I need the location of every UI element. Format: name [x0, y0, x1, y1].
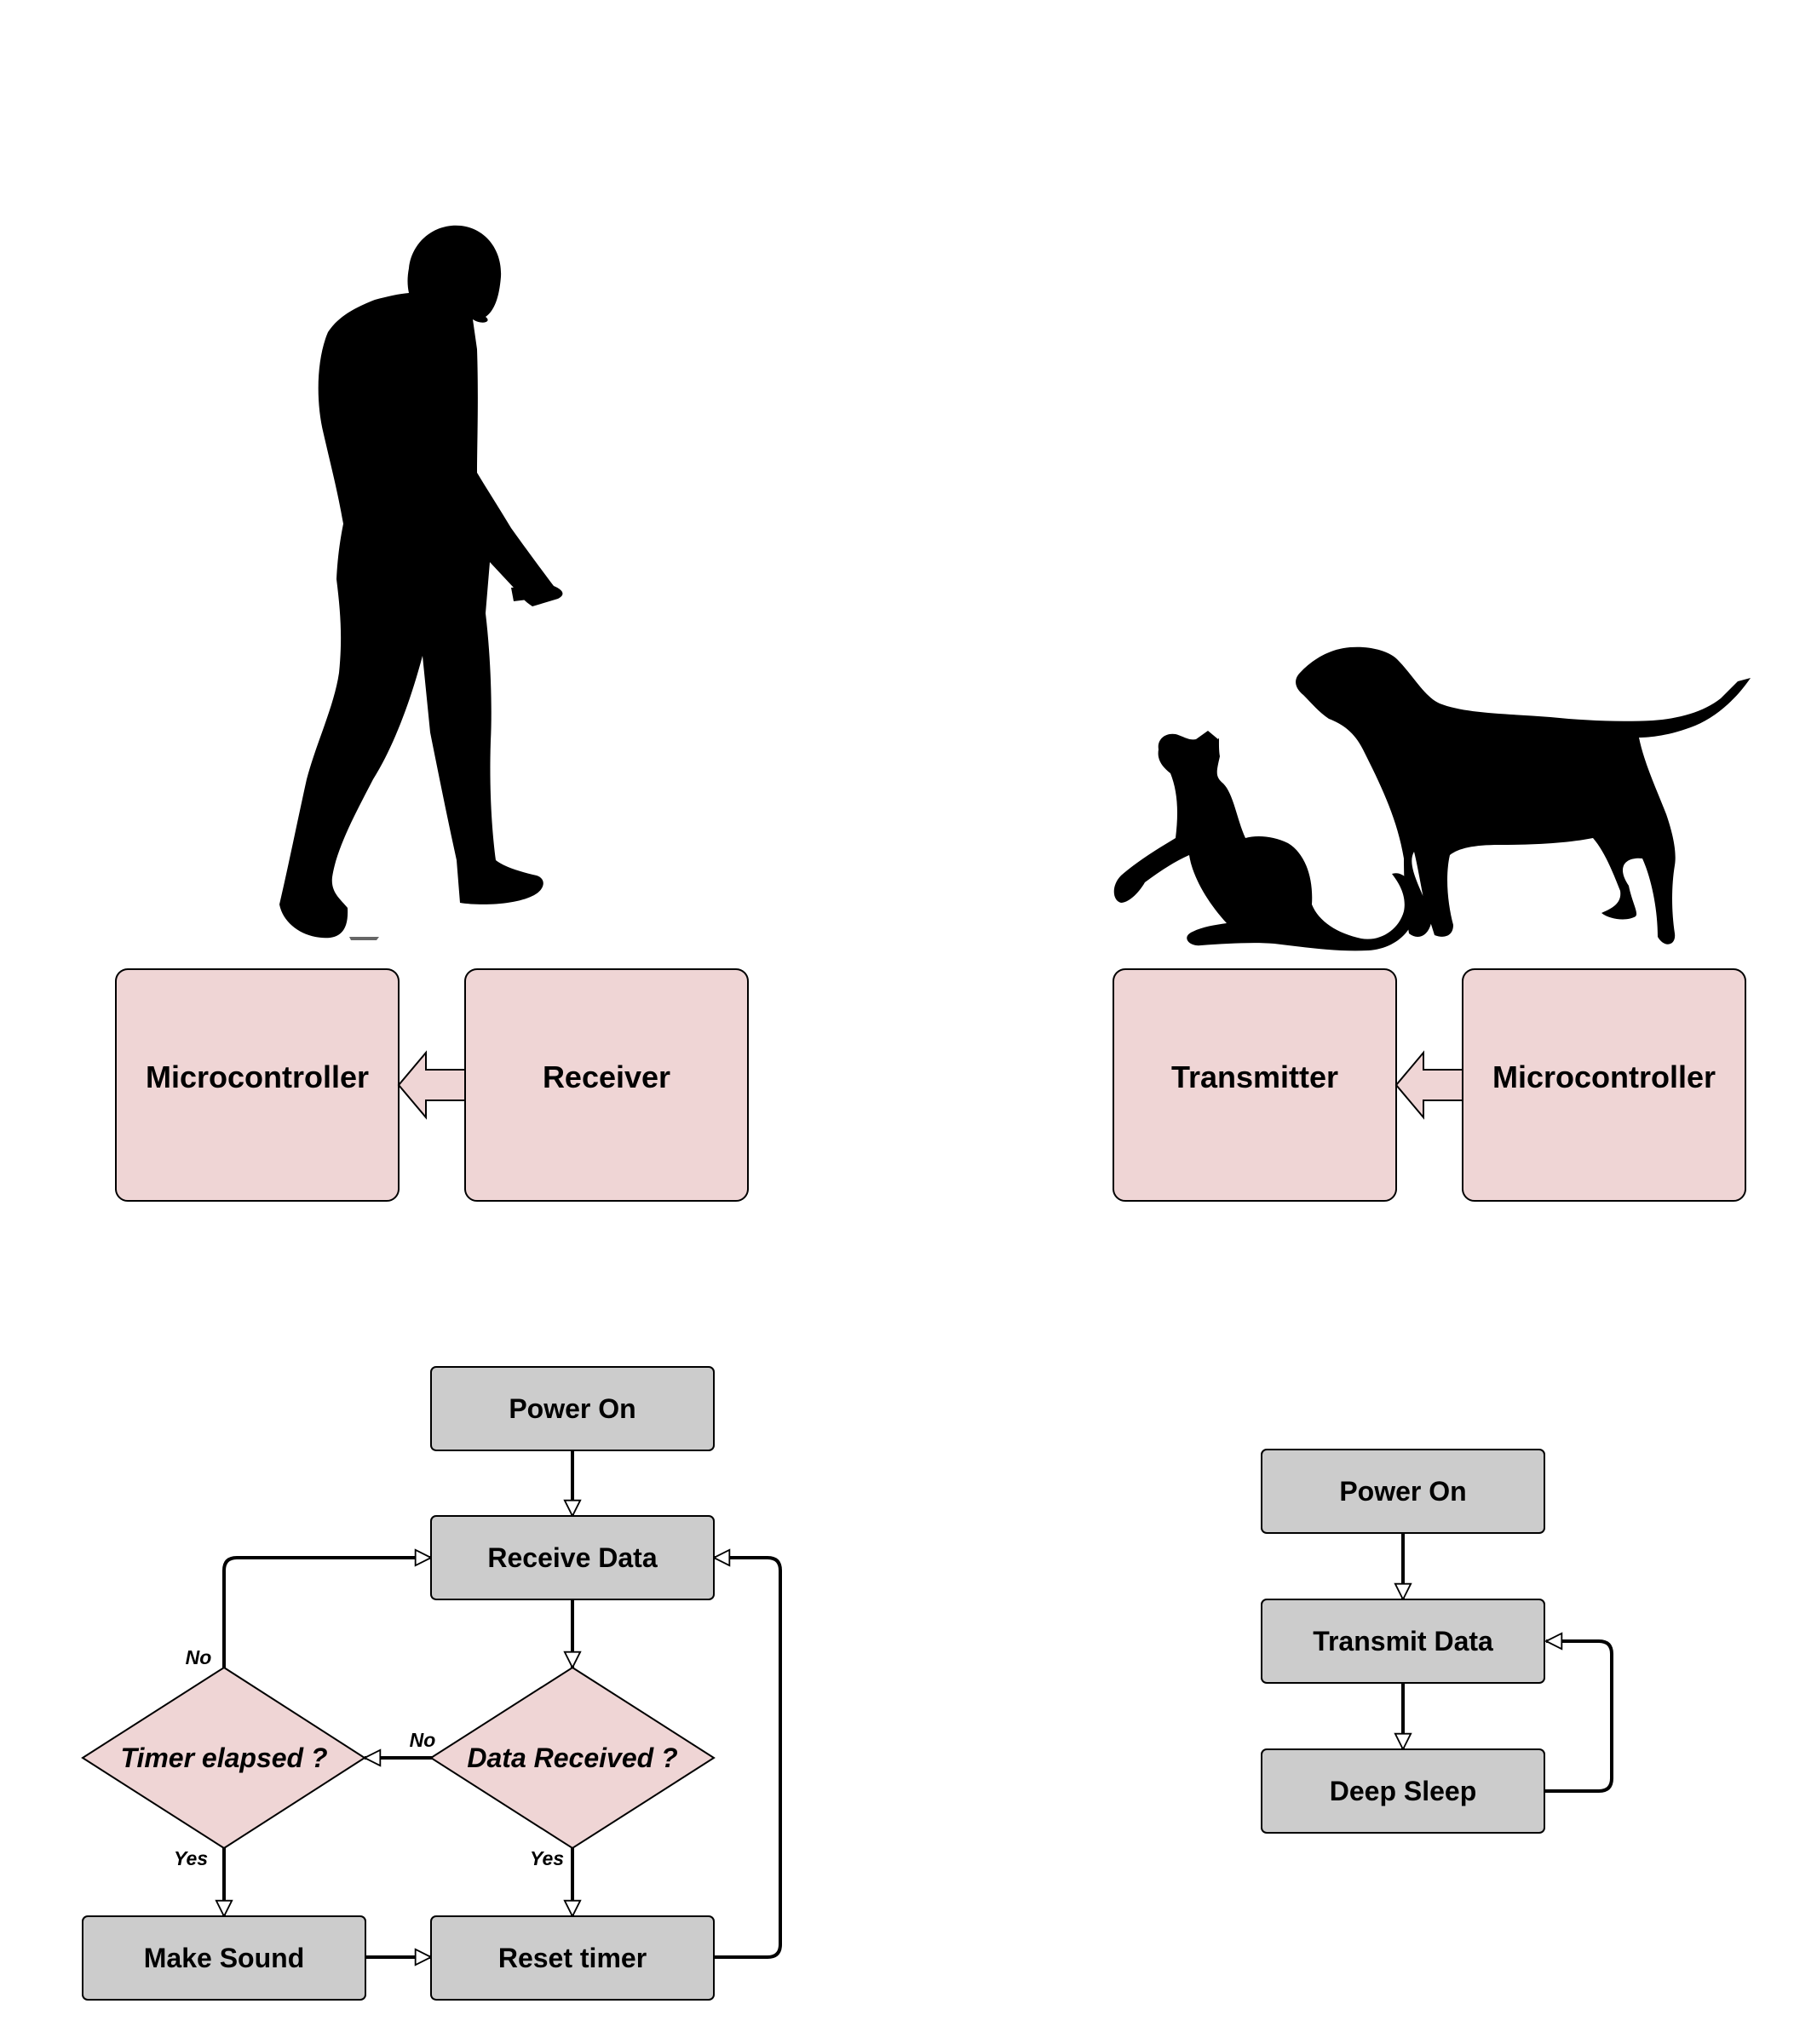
label-no-data: No [410, 1729, 436, 1751]
label-tx-power-on: Power On [1339, 1476, 1466, 1507]
label-data-received: Data Received ? [467, 1743, 677, 1773]
label-microcontroller-left: Microcontroller [146, 1059, 369, 1094]
label-receiver: Receiver [543, 1059, 670, 1094]
transmitter-flowchart: Power On Transmit Data Deep Sleep [1261, 1449, 1613, 1834]
label-make-sound: Make Sound [144, 1943, 304, 1973]
node-reset-timer [430, 1915, 715, 2001]
node-data-received-decision [429, 1666, 716, 1850]
label-yes-timer: Yes [174, 1847, 208, 1869]
edge-tx-sleep-loop-to-transmit [1544, 1641, 1613, 1793]
node-transmit-data [1261, 1599, 1545, 1684]
receiver-flowchart: Power On Receive Data Data Received ? Ti… [81, 1366, 782, 2001]
node-receive-data [430, 1515, 715, 1600]
label-transmitter: Transmitter [1171, 1059, 1338, 1094]
transmitter-block-diagram: Transmitter Microcontroller [1113, 968, 1746, 1202]
node-tx-power-on [1261, 1449, 1545, 1534]
walking-person-silhouette [279, 225, 563, 940]
block-arrow-right [1394, 1050, 1463, 1120]
label-no-timer: No [186, 1646, 212, 1668]
label-timer-elapsed: Timer elapsed ? [120, 1743, 327, 1773]
label-deep-sleep: Deep Sleep [1330, 1776, 1477, 1806]
label-transmit-data: Transmit Data [1313, 1626, 1493, 1656]
block-arrow-left [397, 1050, 466, 1120]
node-make-sound [82, 1915, 366, 2001]
label-receive-data: Receive Data [487, 1542, 657, 1573]
label-reset-timer: Reset timer [498, 1943, 647, 1973]
label-yes-data: Yes [530, 1847, 564, 1869]
dog-silhouette [1296, 646, 1751, 944]
edge-timer-no-to-receive [222, 1558, 431, 1668]
label-power-on: Power On [509, 1393, 635, 1424]
node-deep-sleep [1261, 1748, 1545, 1834]
node-timer-elapsed-decision [81, 1666, 366, 1850]
edge-reset-loop-to-receive [714, 1558, 782, 1959]
node-power-on [430, 1366, 715, 1451]
label-microcontroller-right: Microcontroller [1492, 1059, 1716, 1094]
receiver-block-diagram: Microcontroller Receiver [115, 968, 749, 1202]
cat-silhouette [1113, 731, 1417, 951]
